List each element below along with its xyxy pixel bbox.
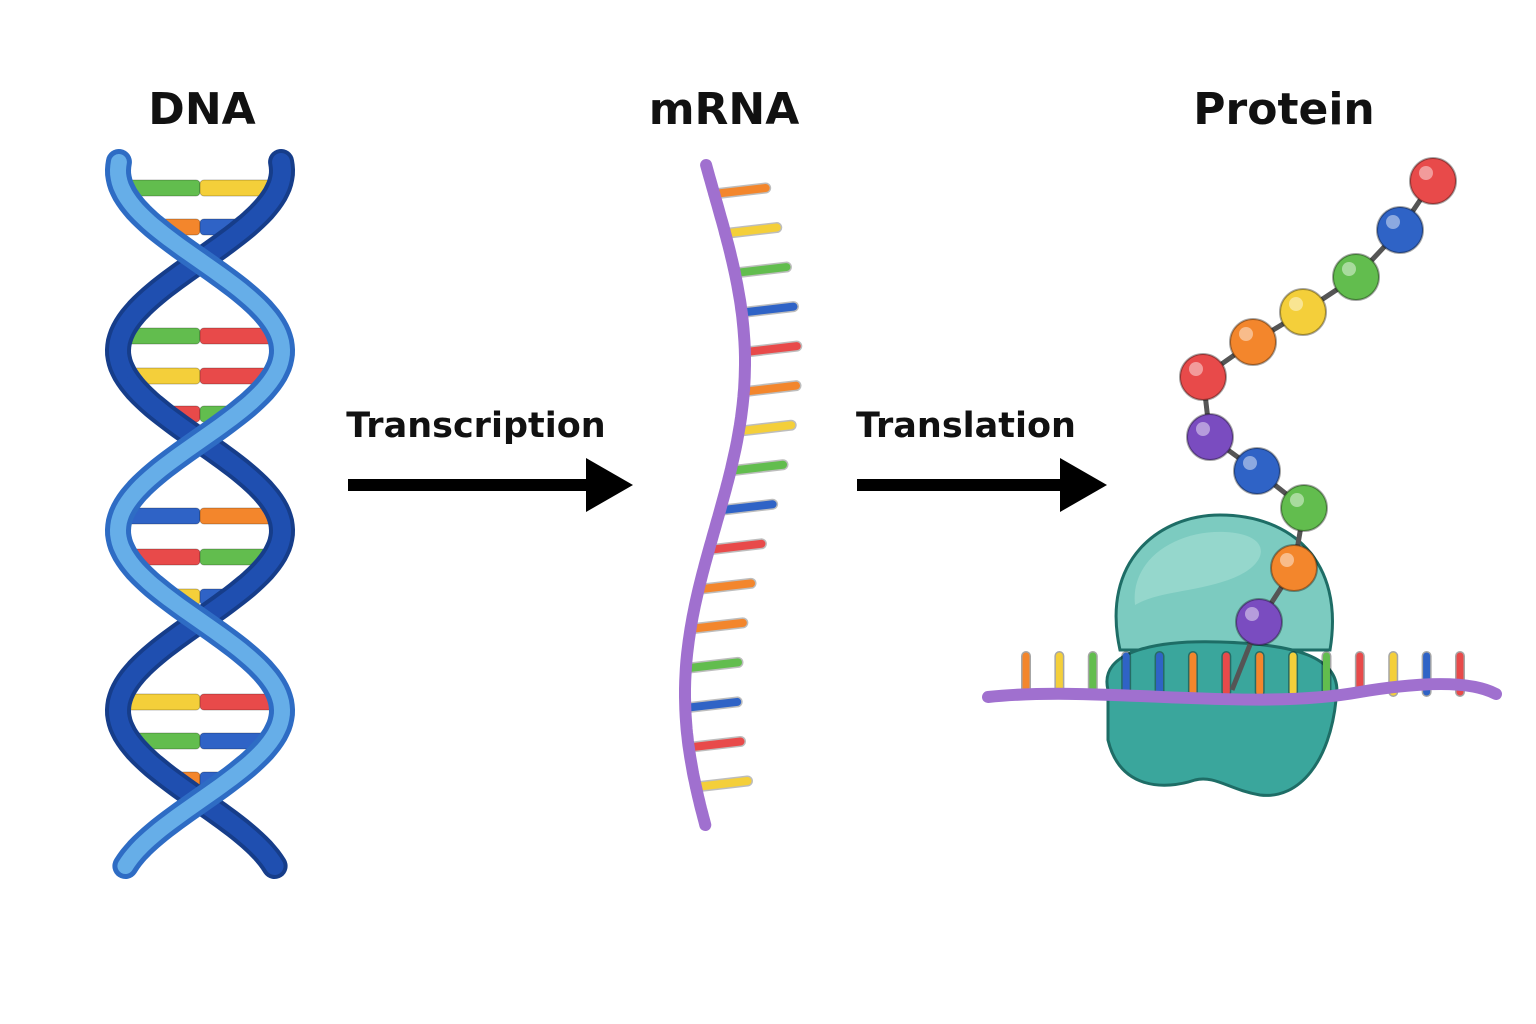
dna-back-strand-core — [108, 153, 292, 875]
amino-acid-highlight — [1243, 456, 1257, 470]
mrna-base — [691, 777, 752, 791]
amino-acid-highlight — [1342, 262, 1356, 276]
amino-acid-bead — [1280, 484, 1328, 532]
amino-acid-highlight — [1196, 422, 1210, 436]
ribosome-highlight — [1134, 531, 1261, 605]
amino-acid-highlight — [1289, 297, 1303, 311]
dna-title: DNA — [148, 84, 255, 135]
dna-double-helix — [104, 149, 296, 879]
mrna-base — [730, 263, 791, 278]
mrna-backbone — [679, 159, 751, 831]
mrna-strand — [679, 159, 803, 831]
mrna-base — [740, 381, 801, 396]
mrna-base — [682, 658, 743, 673]
mrna-base — [681, 697, 742, 712]
mrna-base — [740, 342, 801, 357]
amino-acid-bead — [1409, 157, 1457, 205]
amino-acid-bead — [1235, 598, 1283, 646]
mrna-bases — [679, 182, 803, 793]
amino-acid-bead — [1279, 288, 1327, 336]
amino-acid-highlight — [1280, 553, 1294, 567]
ribosome-mrna-backbone — [982, 678, 1502, 706]
amino-acid-highlight — [1386, 215, 1400, 229]
mrna-base — [705, 539, 766, 554]
mrna-base — [716, 500, 777, 515]
mrna-base — [709, 184, 770, 198]
mrna-title: mRNA — [649, 84, 800, 135]
protein-title: Protein — [1193, 84, 1374, 135]
amino-acid-bead — [1332, 253, 1380, 301]
amino-acid-bead — [1186, 413, 1234, 461]
ribosome-small-subunit — [1105, 640, 1339, 797]
mrna-base — [735, 421, 796, 436]
mrna-base — [737, 302, 798, 317]
amino-acid-bead — [1376, 206, 1424, 254]
amino-acid-bead — [1229, 318, 1277, 366]
amino-acid-bead — [1270, 544, 1318, 592]
amino-acid-highlight — [1239, 327, 1253, 341]
mrna-base — [727, 460, 788, 475]
transcription-label: Transcription — [346, 406, 605, 446]
transcription-arrow — [348, 458, 633, 512]
mrna-base — [720, 223, 781, 238]
mrna-base — [686, 618, 747, 633]
amino-acid-bead — [1179, 353, 1227, 401]
amino-acid-highlight — [1189, 362, 1203, 376]
amino-acid-highlight — [1419, 166, 1433, 180]
protein-chain — [1179, 157, 1457, 646]
translation-scene — [982, 157, 1502, 797]
amino-acid-bead — [1233, 447, 1281, 495]
dna-front-strand-core — [109, 154, 291, 874]
translation-label: Translation — [856, 406, 1076, 446]
amino-acid-highlight — [1245, 607, 1259, 621]
translation-arrow — [857, 458, 1107, 512]
amino-acid-highlight — [1290, 493, 1304, 507]
mrna-base — [684, 737, 745, 752]
mrna-base — [695, 579, 756, 594]
